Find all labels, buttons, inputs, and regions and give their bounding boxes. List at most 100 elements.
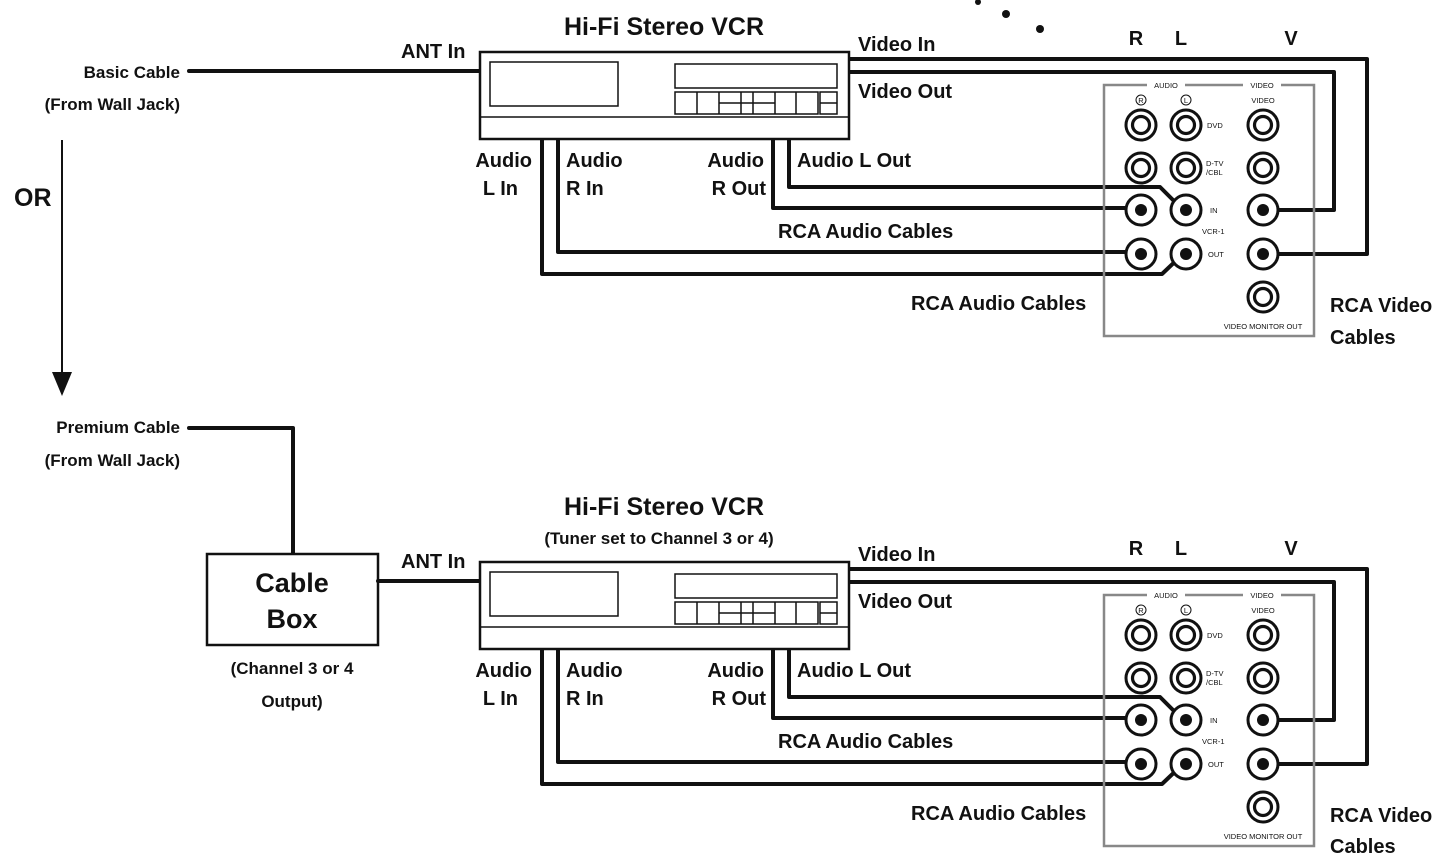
audio-l-out-label: Audio L Out [797, 150, 911, 172]
vcr-tape-slot [674, 573, 838, 599]
jack-dvd-l-icon [1169, 618, 1203, 652]
ellipsis-dot [1036, 25, 1044, 33]
jack-in-r-icon [1124, 193, 1158, 227]
jack-out-v-icon [1246, 237, 1280, 271]
ellipsis-dot [1002, 10, 1010, 18]
col-l-label: L [1175, 28, 1187, 50]
audio-r-out-label-2: R Out [712, 688, 767, 710]
panel-gap [1147, 590, 1185, 600]
tv-rear-panel [1102, 83, 1316, 338]
panel-gap [1243, 590, 1281, 600]
panel-vcr1-label: VCR-1 [1202, 227, 1225, 236]
jack-out-r-icon [1124, 747, 1158, 781]
jack-dvd-v-icon [1246, 108, 1280, 142]
jack-in-l-icon [1169, 703, 1203, 737]
video-out-cable [847, 580, 1336, 722]
jack-monitor-icon [1246, 280, 1280, 314]
video-out-label: Video Out [858, 81, 952, 103]
panel-gap [1147, 80, 1185, 90]
cable-box-label: Cable [255, 568, 329, 598]
cable-box [205, 552, 380, 647]
rca-video-label: RCA Video [1330, 295, 1432, 317]
rca-audio-upper-label: RCA Audio Cables [778, 221, 953, 243]
audio-r-in-label: Audio [566, 660, 623, 682]
panel-dtv-label: D-TV [1206, 159, 1224, 168]
panel-dtv-label-2: /CBL [1206, 168, 1223, 177]
col-l-label: L [1175, 538, 1187, 560]
audio-r-out-label-2: R Out [712, 178, 767, 200]
or-label: OR [14, 184, 52, 212]
cable-box-note: (Channel 3 or 4 [231, 659, 354, 678]
jack-dtv-l-icon [1169, 661, 1203, 695]
audio-l-in-label-2: L In [483, 178, 518, 200]
panel-video-label: VIDEO [1250, 591, 1274, 600]
panel-dvd-label: DVD [1207, 121, 1223, 130]
audio-l-in-label: Audio [475, 660, 532, 682]
jack-out-v-icon [1246, 747, 1280, 781]
top-unit: AUDIO VIDEO R L VIDEO DVD D-TV /CBL IN V… [401, 13, 1432, 349]
premium-cable-line [187, 426, 295, 556]
premium-cable-sublabel: (From Wall Jack) [45, 451, 180, 470]
audio-r-out-label: Audio [707, 150, 764, 172]
col-v-label: V [1284, 538, 1298, 560]
audio-r-in-label-2: R In [566, 688, 604, 710]
col-v-label: V [1284, 28, 1298, 50]
rca-video-label-2: Cables [1330, 327, 1396, 349]
panel-video-label: VIDEO [1250, 81, 1274, 90]
jack-dtv-l-icon [1169, 151, 1203, 185]
down-arrow-icon [52, 372, 72, 396]
basic-cable-sublabel: (From Wall Jack) [45, 95, 180, 114]
panel-monitor-label: VIDEO MONITOR OUT [1224, 322, 1303, 331]
ellipsis-dot [975, 0, 981, 5]
video-out-cable [847, 70, 1336, 212]
vcr-buttons [674, 91, 838, 115]
panel-gap [1243, 80, 1281, 90]
panel-in-label: IN [1210, 206, 1218, 215]
video-out-label: Video Out [858, 591, 952, 613]
panel-l-mark: L [1184, 606, 1188, 615]
video-in-label: Video In [858, 34, 935, 56]
audio-l-in-cable [540, 648, 1185, 786]
panel-audio-label: AUDIO [1154, 81, 1178, 90]
ant-in-label: ANT In [401, 41, 465, 63]
audio-r-out-cable [771, 648, 1142, 720]
vcr-body [478, 560, 851, 651]
vcr-display [489, 61, 619, 107]
premium-cable-label: Premium Cable [56, 418, 180, 437]
rca-audio-lower-label: RCA Audio Cables [911, 293, 1086, 315]
audio-l-in-cable [540, 138, 1185, 276]
vcr-body [478, 50, 851, 141]
cable-box-label-2: Box [266, 604, 317, 634]
audio-r-out-label: Audio [707, 660, 764, 682]
panel-vcr1-label: VCR-1 [1202, 737, 1225, 746]
panel-monitor-label: VIDEO MONITOR OUT [1224, 832, 1303, 841]
panel-in-label: IN [1210, 716, 1218, 725]
jack-out-l-icon [1169, 747, 1203, 781]
panel-audio-label: AUDIO [1154, 591, 1178, 600]
basic-cable-label: Basic Cable [84, 63, 180, 82]
bottom-unit: AUDIO VIDEO R L VIDEO DVD D-TV /CBL IN V… [401, 493, 1432, 857]
rca-video-label: RCA Video [1330, 805, 1432, 827]
audio-l-in-label-2: L In [483, 688, 518, 710]
vcr-title: Hi-Fi Stereo VCR [564, 13, 764, 41]
audio-r-in-label: Audio [566, 150, 623, 172]
panel-dvd-label: DVD [1207, 631, 1223, 640]
l-mark-icon [1180, 604, 1192, 616]
panel-r-mark: R [1138, 606, 1144, 615]
jack-out-r-icon [1124, 237, 1158, 271]
panel-dtv-label-2: /CBL [1206, 678, 1223, 687]
tv-rear-panel [1102, 593, 1316, 848]
vcr-buttons [674, 601, 838, 625]
video-in-label: Video In [858, 544, 935, 566]
l-mark-icon [1180, 94, 1192, 106]
audio-l-out-cable [787, 138, 1185, 212]
jack-dvd-r-icon [1124, 108, 1158, 142]
col-r-label: R [1129, 28, 1144, 50]
panel-dtv-label: D-TV [1206, 669, 1224, 678]
audio-r-in-cable [556, 138, 1142, 254]
audio-r-in-label-2: R In [566, 178, 604, 200]
vcr-title: Hi-Fi Stereo VCR [564, 493, 764, 521]
col-r-label: R [1129, 538, 1144, 560]
jack-in-l-icon [1169, 193, 1203, 227]
panel-out-label: OUT [1208, 760, 1224, 769]
